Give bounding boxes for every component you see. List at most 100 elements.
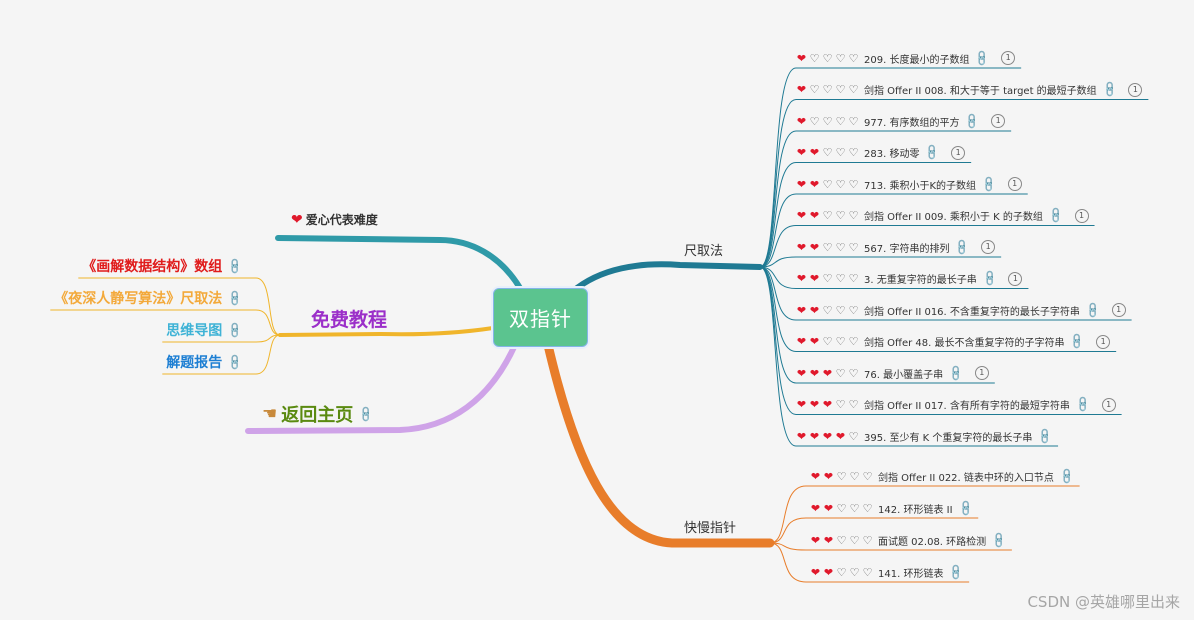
count-badge[interactable]: 1 bbox=[951, 145, 966, 160]
legend-node[interactable]: ❤ 爱心代表难度 bbox=[291, 211, 378, 228]
heart-filled-icon: ❤ bbox=[809, 209, 820, 222]
problem-item[interactable]: ❤❤♡♡♡剑指 Offer 48. 最长不含重复字符的子字符串🔗1 bbox=[796, 332, 1111, 352]
window-item-connector bbox=[759, 162, 797, 268]
heart-filled-icon: ❤ bbox=[823, 565, 834, 579]
problem-item[interactable]: ❤❤♡♡♡面试题 02.08. 环路检测🔗 bbox=[810, 530, 1009, 550]
heart-filled-icon: ❤ bbox=[809, 429, 820, 443]
heart-filled-icon: ❤ bbox=[796, 240, 807, 254]
csdn-watermark: CSDN @英雄哪里出来 bbox=[1027, 593, 1180, 611]
link-icon[interactable]: 🔗 bbox=[1035, 426, 1055, 446]
branch-fastslow-label[interactable]: 快慢指针 bbox=[684, 521, 737, 536]
problem-label: 142. 环形链表 II bbox=[878, 504, 953, 516]
count-badge[interactable]: 1 bbox=[1074, 208, 1089, 223]
problem-item[interactable]: ❤❤♡♡♡剑指 Offer II 016. 不含重复字符的最长子字符串🔗1 bbox=[796, 300, 1126, 320]
count-badge[interactable]: 1 bbox=[991, 114, 1006, 128]
problem-item[interactable]: ❤❤♡♡♡713. 乘积小于K的子数组🔗1 bbox=[796, 174, 1022, 194]
heart-empty-icon: ♡ bbox=[848, 83, 859, 96]
tutorial-item[interactable]: 《夜深人静写算法》尺取法🔗 bbox=[54, 288, 245, 308]
home-label: 返回主页 bbox=[281, 405, 354, 426]
problem-item[interactable]: ❤♡♡♡♡剑指 Offer II 008. 和大于等于 target 的最短子数… bbox=[796, 80, 1143, 100]
branch-window-label[interactable]: 尺取法 bbox=[684, 244, 724, 259]
link-icon[interactable]: 🔗 bbox=[1073, 395, 1093, 414]
heart-empty-icon: ♡ bbox=[849, 501, 860, 515]
difficulty-rating: ❤♡♡♡♡ bbox=[796, 53, 859, 64]
heart-empty-icon: ♡ bbox=[822, 272, 833, 285]
difficulty-rating: ❤❤♡♡♡ bbox=[796, 210, 859, 221]
link-icon[interactable]: 🔗 bbox=[225, 320, 245, 340]
count-badge[interactable]: 1 bbox=[1096, 334, 1111, 349]
heart-empty-icon: ♡ bbox=[822, 209, 833, 222]
link-icon[interactable]: 🔗 bbox=[980, 269, 1000, 288]
link-icon[interactable]: 🔗 bbox=[1046, 206, 1066, 225]
link-icon[interactable]: 🔗 bbox=[1100, 80, 1119, 99]
heart-empty-icon: ♡ bbox=[835, 209, 846, 222]
count-badge[interactable]: 1 bbox=[1007, 177, 1022, 191]
heart-empty-icon: ♡ bbox=[848, 240, 859, 254]
tutorial-label: 《画解数据结构》数组 bbox=[82, 259, 223, 275]
heart-filled-icon: ❤ bbox=[809, 303, 820, 317]
heart-filled-icon: ❤ bbox=[809, 366, 820, 380]
difficulty-rating: ❤❤♡♡♡ bbox=[796, 273, 859, 284]
tutorials-node[interactable]: 免费教程 bbox=[311, 305, 387, 332]
heart-filled-icon: ❤ bbox=[796, 177, 807, 191]
problem-item[interactable]: ❤❤♡♡♡剑指 Offer II 022. 链表中环的入口节点🔗 bbox=[810, 466, 1077, 486]
link-icon[interactable]: 🔗 bbox=[1083, 300, 1103, 320]
tutorial-item[interactable]: 思维导图🔗 bbox=[166, 320, 245, 340]
link-icon[interactable]: 🔗 bbox=[955, 498, 975, 518]
link-icon[interactable]: 🔗 bbox=[989, 530, 1009, 550]
link-icon[interactable]: 🔗 bbox=[979, 174, 999, 194]
problem-item[interactable]: ❤❤♡♡♡142. 环形链表 II🔗 bbox=[810, 498, 975, 518]
count-badge[interactable]: 1 bbox=[1128, 82, 1143, 97]
link-icon[interactable]: 🔗 bbox=[972, 48, 992, 68]
count-badge[interactable]: 1 bbox=[981, 240, 996, 254]
problem-item[interactable]: ❤❤♡♡♡剑指 Offer II 009. 乘积小于 K 的子数组🔗1 bbox=[796, 206, 1089, 226]
problem-label: 141. 环形链表 bbox=[878, 568, 944, 580]
heart-empty-icon: ♡ bbox=[848, 429, 859, 443]
link-icon[interactable]: 🔗 bbox=[1067, 332, 1087, 351]
problem-item[interactable]: ❤❤❤♡♡剑指 Offer II 017. 含有所有字符的最短字符串🔗1 bbox=[796, 395, 1116, 415]
heart-empty-icon: ♡ bbox=[809, 114, 820, 128]
heart-filled-icon: ❤ bbox=[796, 335, 807, 348]
problem-label: 面试题 02.08. 环路检测 bbox=[878, 536, 987, 548]
home-node[interactable]: ☚ 返回主页 🔗 bbox=[262, 401, 376, 427]
branch-fastslow-connector bbox=[543, 340, 775, 548]
problem-item[interactable]: ❤❤♡♡♡283. 移动零🔗1 bbox=[796, 143, 966, 163]
link-icon[interactable]: 🔗 bbox=[1057, 466, 1077, 486]
heart-filled-icon: ❤ bbox=[835, 429, 846, 443]
problem-item[interactable]: ❤♡♡♡♡977. 有序数组的平方🔗1 bbox=[796, 111, 1006, 131]
link-icon[interactable]: 🔗 bbox=[952, 237, 972, 257]
problem-item[interactable]: ❤❤❤♡♡76. 最小覆盖子串🔗1 bbox=[796, 363, 989, 383]
count-badge[interactable]: 1 bbox=[974, 366, 989, 380]
problem-item[interactable]: ❤❤❤❤♡395. 至少有 K 个重复字符的最长子串🔗 bbox=[796, 426, 1055, 446]
heart-empty-icon: ♡ bbox=[835, 366, 846, 380]
count-badge[interactable]: 1 bbox=[1101, 397, 1116, 412]
link-icon[interactable]: 🔗 bbox=[225, 288, 245, 308]
difficulty-rating: ❤❤♡♡♡ bbox=[810, 567, 873, 578]
problem-item[interactable]: ❤❤♡♡♡567. 字符串的排列🔗1 bbox=[796, 237, 996, 257]
count-badge[interactable]: 1 bbox=[1008, 271, 1023, 286]
problem-item[interactable]: ❤❤♡♡♡3. 无重复字符的最长子串🔗1 bbox=[796, 269, 1023, 289]
heart-filled-icon: ❤ bbox=[809, 335, 820, 348]
heart-empty-icon: ♡ bbox=[835, 83, 846, 96]
count-badge[interactable]: 1 bbox=[1001, 51, 1016, 65]
heart-filled-icon: ❤ bbox=[796, 303, 807, 317]
problem-label: 713. 乘积小于K的子数组 bbox=[864, 180, 977, 192]
heart-empty-icon: ♡ bbox=[822, 83, 833, 96]
problem-item[interactable]: ❤♡♡♡♡209. 长度最小的子数组🔗1 bbox=[796, 48, 1016, 68]
link-icon[interactable]: 🔗 bbox=[225, 352, 245, 372]
link-icon[interactable]: 🔗 bbox=[225, 256, 245, 276]
link-icon[interactable]: 🔗 bbox=[946, 363, 966, 383]
difficulty-rating: ❤❤❤♡♡ bbox=[796, 368, 859, 379]
heart-filled-icon: ❤ bbox=[809, 177, 820, 191]
link-icon[interactable]: 🔗 bbox=[356, 404, 376, 424]
tutorial-item[interactable]: 《画解数据结构》数组🔗 bbox=[82, 256, 245, 276]
center-node[interactable]: 双指针 bbox=[493, 288, 588, 347]
count-badge[interactable]: 1 bbox=[1111, 303, 1126, 317]
tutorial-item[interactable]: 解题报告🔗 bbox=[166, 352, 245, 372]
link-icon[interactable]: 🔗 bbox=[962, 111, 982, 131]
link-icon[interactable]: 🔗 bbox=[946, 562, 966, 582]
problem-item[interactable]: ❤❤♡♡♡ 141. 环形链表🔗 bbox=[810, 562, 966, 582]
heart-empty-icon: ♡ bbox=[835, 335, 846, 348]
difficulty-rating: ❤❤♡♡♡ bbox=[796, 242, 859, 253]
link-icon[interactable]: 🔗 bbox=[922, 143, 942, 162]
